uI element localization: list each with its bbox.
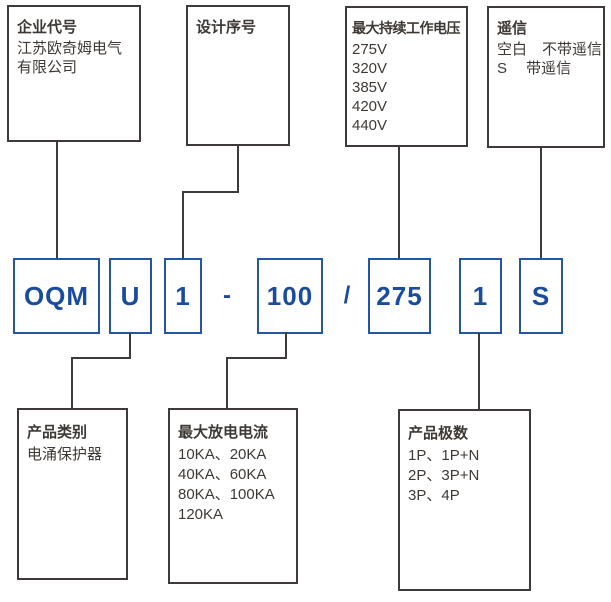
connector-line bbox=[237, 146, 239, 193]
legend-line: 420V bbox=[352, 98, 388, 115]
legend-title: 企业代号 bbox=[17, 19, 78, 36]
legend-line: 有限公司 bbox=[17, 59, 78, 76]
connector-line bbox=[398, 147, 400, 260]
connector-line bbox=[56, 142, 58, 260]
legend-max-voltage: 最大持续工作电压 275V 320V 385V 420V 440V bbox=[345, 6, 468, 147]
code-separator-slash: / bbox=[343, 282, 351, 309]
code-segment-voltage: 275 bbox=[368, 258, 431, 334]
legend-line: 40KA、60KA bbox=[178, 466, 267, 483]
connector-line bbox=[478, 333, 480, 411]
connector-line bbox=[129, 333, 131, 359]
connector-line bbox=[71, 357, 73, 410]
legend-line: 江苏欧奇姆电气 bbox=[17, 40, 123, 57]
code-segment-poles: 1 bbox=[459, 258, 502, 334]
legend-line: 385V bbox=[352, 79, 388, 96]
legend-line: 1P、1P+N bbox=[408, 447, 480, 464]
legend-company-code: 企业代号 江苏欧奇姆电气 有限公司 bbox=[7, 5, 141, 142]
code-segment-category: U bbox=[109, 258, 152, 334]
legend-product-category: 产品类别 电涌保护器 bbox=[17, 408, 128, 580]
connector-line bbox=[182, 191, 239, 193]
legend-line: 2P、3P+N bbox=[408, 467, 480, 484]
connector-line bbox=[226, 357, 228, 410]
legend-line: 10KA、20KA bbox=[178, 446, 267, 463]
legend-design-serial: 设计序号 bbox=[186, 5, 290, 146]
legend-line: 80KA、100KA bbox=[178, 486, 275, 503]
legend-title: 最大持续工作电压 bbox=[352, 20, 461, 36]
legend-line: 440V bbox=[352, 117, 388, 134]
legend-line: S 带遥信 bbox=[497, 60, 572, 77]
code-separator-dash: - bbox=[223, 282, 231, 309]
connector-line bbox=[285, 332, 287, 359]
legend-title: 产品极数 bbox=[408, 425, 469, 442]
legend-line: 275V bbox=[352, 41, 388, 58]
legend-line: 3P、4P bbox=[408, 487, 460, 504]
legend-line: 电涌保护器 bbox=[27, 446, 103, 463]
connector-line bbox=[540, 148, 542, 260]
legend-line: 空白 不带遥信 bbox=[497, 41, 603, 58]
legend-title: 最大放电电流 bbox=[178, 424, 269, 441]
legend-line: 320V bbox=[352, 60, 388, 77]
legend-title: 产品类别 bbox=[27, 424, 88, 441]
legend-remote-signal: 遥信 空白 不带遥信 S 带遥信 bbox=[487, 6, 605, 148]
code-segment-discharge-current: 100 bbox=[257, 258, 323, 334]
connector-line bbox=[226, 357, 287, 359]
legend-pole-count: 产品极数 1P、1P+N 2P、3P+N 3P、4P bbox=[398, 409, 531, 591]
code-segment-design-serial: 1 bbox=[164, 258, 202, 334]
legend-title: 遥信 bbox=[497, 20, 528, 37]
code-segment-manufacturer: OQM bbox=[13, 258, 100, 334]
legend-max-discharge-current: 最大放电电流 10KA、20KA 40KA、60KA 80KA、100KA 12… bbox=[168, 408, 298, 584]
legend-title: 设计序号 bbox=[196, 19, 257, 36]
connector-line bbox=[71, 357, 131, 359]
connector-line bbox=[182, 191, 184, 260]
legend-line: 120KA bbox=[178, 506, 224, 523]
code-segment-remote-signal: S bbox=[519, 258, 563, 334]
